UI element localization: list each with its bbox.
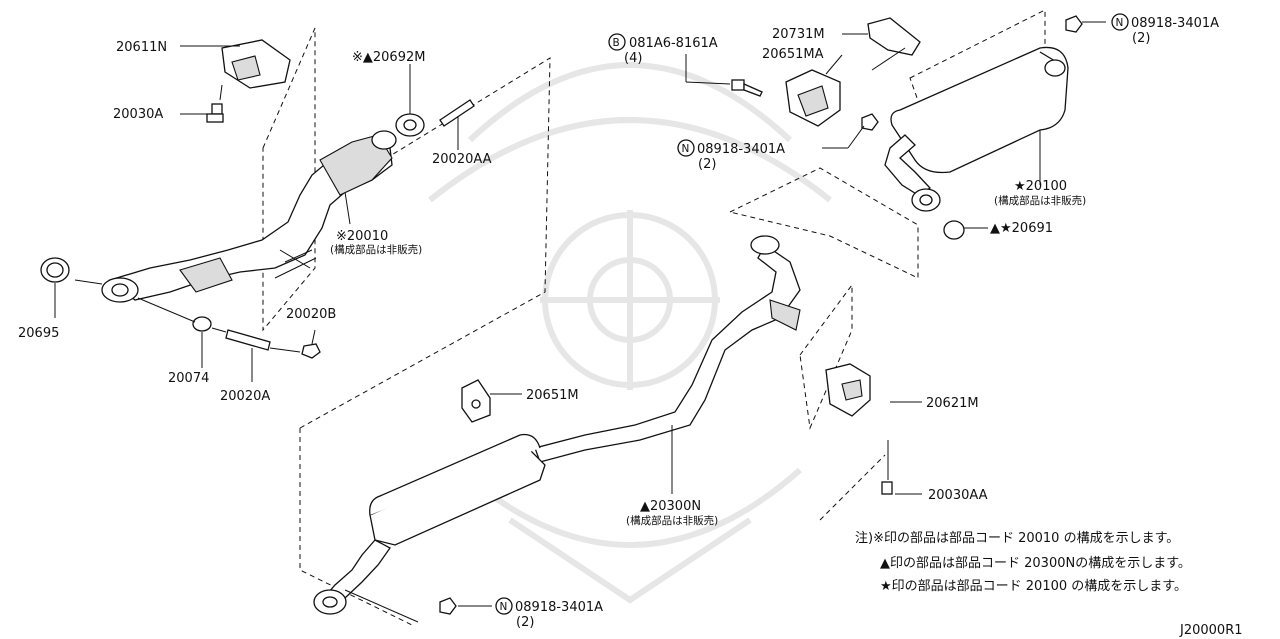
leader-lines xyxy=(54,21,1106,623)
label-20300N: ▲20300N xyxy=(640,499,701,514)
bolt-20030AA xyxy=(881,481,893,495)
label-20010-note: (構成部品は非販売) xyxy=(330,243,422,256)
label-20651MA: 20651MA xyxy=(762,47,824,62)
nut-08918-mid xyxy=(861,113,879,131)
label-08918-3401A-top: 08918-3401A xyxy=(1131,16,1219,31)
label-20074: 20074 xyxy=(168,371,209,386)
label-08918-3401A-bot: 08918-3401A xyxy=(515,600,603,615)
label-08918-3401A-mid: 08918-3401A xyxy=(697,142,785,157)
label-20020AA: 20020AA xyxy=(432,152,492,167)
rear-muffler-20100 xyxy=(884,46,1069,240)
nut-20020B xyxy=(301,343,321,359)
note-line-2: ▲印の部品は部品コード 20300Nの構成を示します。 xyxy=(880,556,1191,571)
label-20100-note: (構成部品は非販売) xyxy=(994,194,1086,207)
watermark-emblem xyxy=(428,62,832,604)
label-20731M: 20731M xyxy=(772,27,825,42)
stud-20020A xyxy=(225,329,271,351)
label-20651M: 20651M xyxy=(526,388,579,403)
label-081A6-8161A: 081A6-8161A xyxy=(629,36,718,51)
note-line-1: 注)※印の部品は部品コード 20010 の構成を示します。 xyxy=(855,531,1179,546)
bolt-081A6 xyxy=(731,79,763,97)
label-20621M: 20621M xyxy=(926,396,979,411)
group-boundaries xyxy=(262,9,1046,626)
diagram-code: J20000R1 xyxy=(1179,623,1243,638)
label-20695: 20695 xyxy=(18,326,59,341)
nut-circle-n-top: N xyxy=(1116,17,1124,29)
nut-08918-bot xyxy=(439,597,457,615)
label-20030AA: 20030AA xyxy=(928,488,988,503)
label-20020A: 20020A xyxy=(220,389,270,404)
hanger-20731M xyxy=(867,17,921,71)
nut-circle-n-bot: N xyxy=(500,601,508,613)
bracket-20621M xyxy=(825,363,871,417)
label-08918-top-qty: (2) xyxy=(1132,31,1150,46)
label-20692M: ※▲20692M xyxy=(352,50,425,65)
bolt-circle-b: B xyxy=(613,37,620,49)
label-08918-bot-qty: (2) xyxy=(516,615,534,630)
label-20020B: 20020B xyxy=(286,307,336,322)
label-20691: ▲★20691 xyxy=(990,221,1053,236)
nut-08918-top xyxy=(1065,15,1083,33)
stud-20020AA xyxy=(439,99,475,127)
label-20030A: 20030A xyxy=(113,107,163,122)
nut-20074 xyxy=(192,316,212,332)
insulator-20651MA xyxy=(785,69,841,127)
ring-20695 xyxy=(40,257,70,283)
label-20010: ※20010 xyxy=(336,229,388,244)
nut-circle-n-mid: N xyxy=(682,143,690,155)
center-muffler-20300N xyxy=(313,235,801,615)
note-line-3: ★印の部品は部品コード 20100 の構成を示します。 xyxy=(880,579,1187,594)
front-pipe-20010 xyxy=(101,130,397,303)
label-20611N: 20611N xyxy=(116,40,167,55)
label-08918-mid-qty: (2) xyxy=(698,157,716,172)
label-20300N-note: (構成部品は非販売) xyxy=(626,514,718,527)
hanger-20611N xyxy=(221,39,291,89)
label-20100: ★20100 xyxy=(1014,179,1067,194)
insulator-20651M xyxy=(461,379,491,423)
bolt-20030A xyxy=(206,103,224,123)
label-081A6-qty: (4) xyxy=(624,51,642,66)
gasket-20692M xyxy=(395,113,425,137)
